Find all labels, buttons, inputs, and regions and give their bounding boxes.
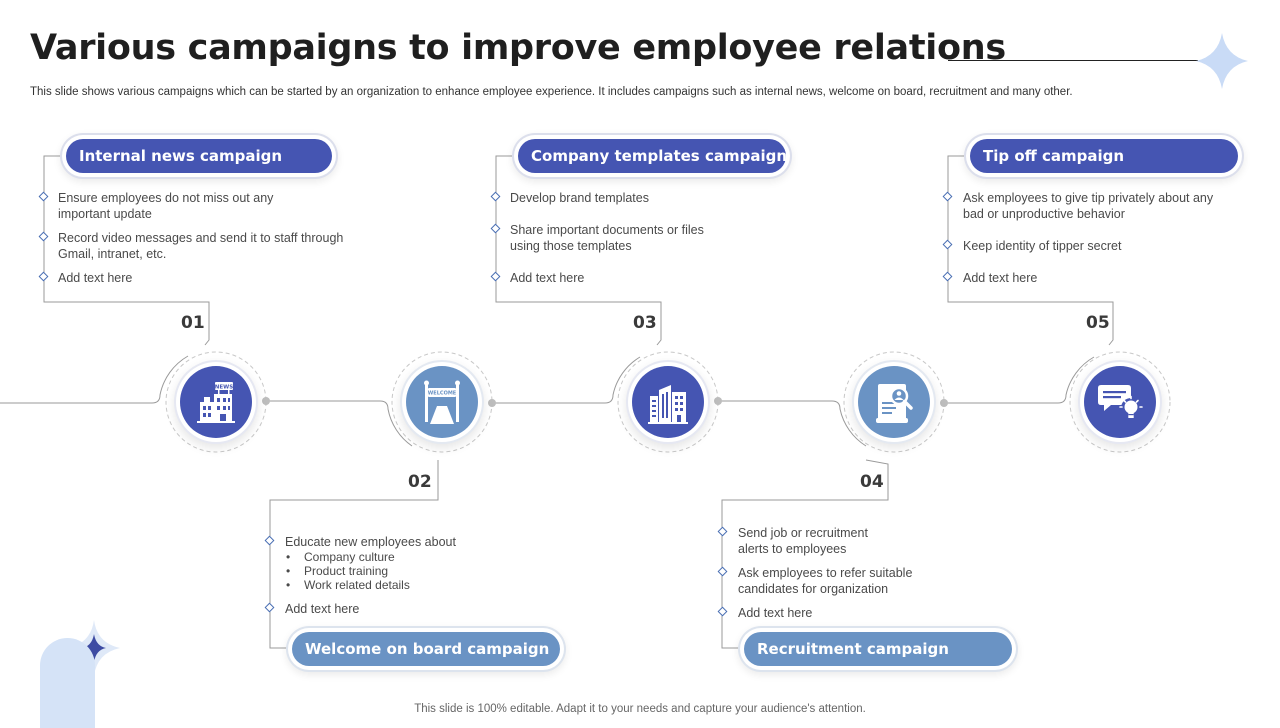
bullet-point: Add text here bbox=[58, 271, 133, 285]
campaign-pill-05: Tip off campaign bbox=[970, 139, 1238, 173]
sub-bullet: • bbox=[286, 550, 291, 564]
campaign-pill-02: Welcome on board campaign bbox=[292, 632, 560, 666]
svg-text:WELCOME: WELCOME bbox=[428, 391, 457, 397]
bullet-point: Develop brand templates bbox=[510, 191, 649, 205]
campaign-pill-04: Recruitment campaign bbox=[744, 632, 1012, 666]
bullet-point: Educate new employees about bbox=[285, 535, 456, 549]
campaign-pill-01: Internal news campaign bbox=[66, 139, 332, 173]
bullet-point: Ask employees to give tip privately abou… bbox=[963, 191, 1214, 221]
chat-bubble-idea-icon bbox=[1084, 366, 1156, 438]
footer-note: This slide is 100% editable. Adapt it to… bbox=[414, 703, 866, 715]
title-underline bbox=[948, 60, 1198, 61]
bullet-point: Add text here bbox=[285, 602, 360, 616]
step-number-03: 03 bbox=[633, 313, 657, 333]
step-number-02: 02 bbox=[408, 472, 432, 492]
sub-bullet-text: Company culture bbox=[304, 550, 395, 564]
sub-bullet-text: Product training bbox=[304, 564, 389, 578]
step-number-04: 04 bbox=[860, 472, 884, 492]
page-title: Various campaigns to improve employee re… bbox=[30, 28, 1006, 68]
bullet-point: Record video messages and send it to sta… bbox=[58, 231, 344, 261]
resume-search-icon bbox=[858, 366, 930, 438]
step-number-05: 05 bbox=[1086, 313, 1110, 333]
svg-text:NEWS: NEWS bbox=[215, 385, 233, 391]
page-subtitle: This slide shows various campaigns which… bbox=[30, 86, 1073, 98]
sub-bullet-text: Work related details bbox=[304, 578, 410, 592]
campaign-pill-03: Company templates campaign bbox=[518, 139, 787, 173]
bullet-point: Keep identity of tipper secret bbox=[963, 239, 1122, 253]
welcome-banner-icon: WELCOME bbox=[406, 366, 478, 438]
news-building-icon: NEWS bbox=[180, 366, 252, 438]
bullet-point: Add text here bbox=[510, 271, 585, 285]
bullet-point: Add text here bbox=[963, 271, 1038, 285]
office-buildings-icon bbox=[632, 366, 704, 438]
sub-bullet: • bbox=[286, 578, 291, 592]
sparkle-star-icon bbox=[82, 634, 106, 662]
sub-bullet: • bbox=[286, 564, 291, 578]
decorative-bar bbox=[40, 638, 95, 728]
step-number-01: 01 bbox=[181, 313, 205, 333]
bullet-point: Add text here bbox=[738, 606, 813, 620]
sparkle-star-icon bbox=[1196, 33, 1248, 89]
